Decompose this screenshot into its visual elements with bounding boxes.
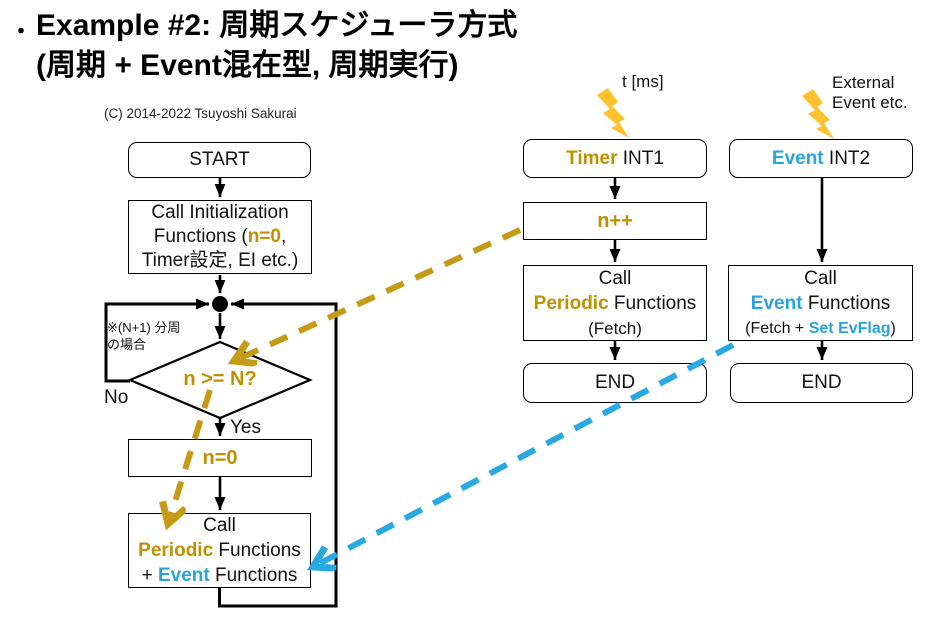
init-box: Call Initialization Functions (n=0, Time… — [128, 200, 312, 274]
decision-condition-label: n >= N? — [183, 368, 257, 390]
n-reset-label: n=0 — [202, 447, 238, 469]
call-periodic-box: Call Periodic Functions (Fetch) — [523, 265, 707, 341]
periodic-highlight: Periodic — [138, 540, 214, 561]
divider-note: ※(N+1) 分周 の場合 — [107, 320, 181, 352]
event-highlight: Event — [771, 147, 824, 169]
event-int2-box: Event INT2 — [729, 139, 913, 178]
page-title: Example #2: 周期スケジューラ方式 (周期 + Event混在型, 周… — [36, 6, 517, 86]
end-box-right: END — [730, 363, 913, 403]
title-bullet: ・ — [10, 19, 33, 44]
n-increment-box: n++ — [523, 202, 707, 240]
junction-dot — [212, 296, 228, 312]
n-increment-label: n++ — [597, 210, 633, 232]
timer-int1-box: Timer INT1 — [523, 139, 707, 178]
event-highlight: Event — [157, 565, 210, 586]
n-reset-box: n=0 — [128, 439, 312, 477]
title-line2: (周期 + Event混在型, 周期実行) — [36, 49, 459, 82]
start-box: START — [128, 142, 311, 178]
n-equals-0-highlight: n=0 — [247, 226, 281, 247]
init-line3: Timer設定, EI etc.) — [141, 250, 299, 271]
event-highlight: Event — [750, 292, 803, 314]
lightning-bolt-icon — [597, 88, 629, 138]
call-event-box: Call Event Functions (Fetch + Set EvFlag… — [728, 265, 913, 341]
start-label: START — [189, 149, 250, 170]
title-line1: Example #2: 周期スケジューラ方式 — [36, 9, 518, 42]
call-periodic-event-box: Call Periodic Functions + Event Function… — [128, 513, 311, 588]
external-event-label: External Event etc. — [832, 73, 908, 112]
lightning-bolt-icon — [802, 89, 834, 139]
time-axis-label: t [ms] — [622, 72, 664, 91]
periodic-highlight: Periodic — [533, 292, 609, 314]
branch-no-label: No — [104, 387, 129, 408]
timer-highlight: Timer — [566, 147, 618, 169]
branch-yes-label: Yes — [230, 417, 261, 438]
copyright-text: (C) 2014-2022 Tsuyoshi Sakurai — [104, 106, 297, 121]
init-line2: Functions (n=0, — [153, 226, 287, 247]
set-evflag-highlight: Set EvFlag — [808, 319, 891, 337]
init-line1: Call Initialization — [151, 202, 289, 223]
end-box-middle: END — [523, 363, 707, 403]
